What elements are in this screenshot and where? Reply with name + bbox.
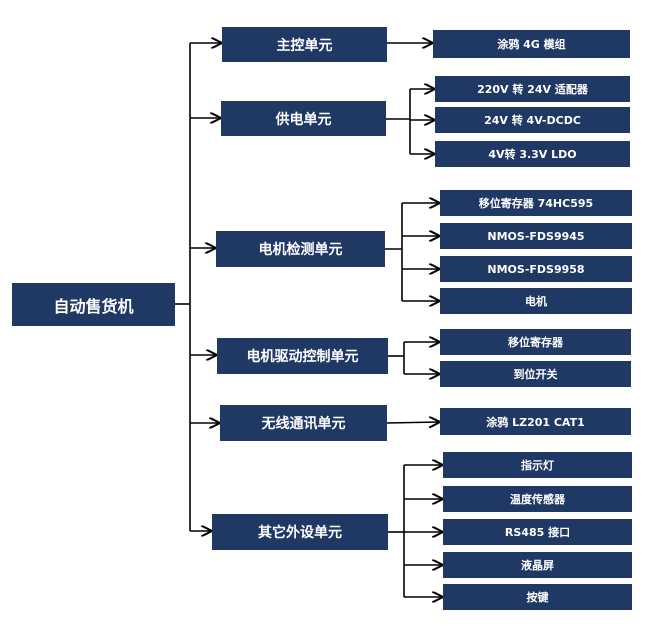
- leaf-24v-4v-dcdc: 24V 转 4V-DCDC: [435, 107, 630, 133]
- connector-24: [386, 422, 439, 423]
- unit-motor-drive-control: 电机驱动控制单元: [217, 338, 388, 374]
- root-node: 自动售货机: [12, 283, 175, 326]
- leaf-nmos-fds9945: NMOS-FDS9945: [440, 223, 632, 249]
- unit-motor-detection: 电机检测单元: [216, 231, 385, 267]
- unit-power-supply: 供电单元: [221, 101, 386, 136]
- leaf-position-switch: 到位开关: [440, 361, 631, 387]
- leaf-nmos-fds9958: NMOS-FDS9958: [440, 256, 632, 282]
- leaf-220v-24v-adapter: 220V 转 24V 适配器: [435, 76, 630, 102]
- leaf-motor: 电机: [440, 288, 632, 314]
- leaf-lcd-screen: 液晶屏: [443, 552, 632, 578]
- unit-main-control: 主控单元: [222, 27, 387, 62]
- leaf-shift-register: 移位寄存器: [440, 329, 631, 355]
- leaf-rs485-interface: RS485 接口: [443, 519, 632, 545]
- leaf-tuya-lz201-cat1: 涂鸦 LZ201 CAT1: [440, 408, 631, 435]
- unit-wireless-communication: 无线通讯单元: [220, 405, 387, 441]
- unit-other-peripherals: 其它外设单元: [212, 514, 388, 550]
- leaf-4v-3v3-ldo: 4V转 3.3V LDO: [435, 141, 630, 167]
- leaf-temperature-sensor: 温度传感器: [443, 486, 632, 512]
- leaf-shift-register-74hc595: 移位寄存器 74HC595: [440, 190, 632, 216]
- leaf-button: 按键: [443, 584, 632, 610]
- leaf-indicator-light: 指示灯: [443, 452, 632, 478]
- leaf-tuya-4g-module: 涂鸦 4G 模组: [433, 30, 630, 58]
